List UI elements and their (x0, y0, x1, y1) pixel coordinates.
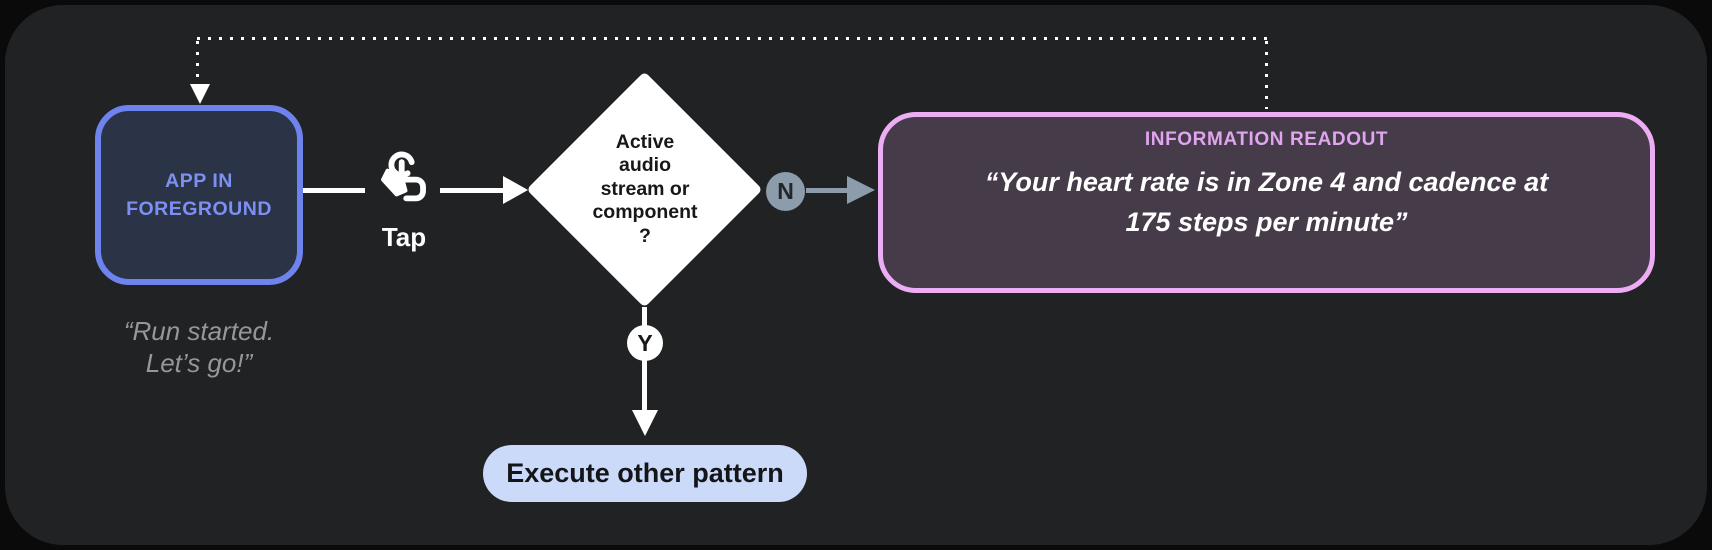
information-readout-quote: “Your heart rate is in Zone 4 and cadenc… (984, 167, 1549, 237)
yes-branch-letter: Y (637, 329, 653, 356)
connector-tap-to-decision (440, 188, 504, 193)
connector-y-to-execute (642, 360, 647, 411)
no-branch-badge: N (766, 172, 805, 211)
information-readout-node: INFORMATION READOUT “Your heart rate is … (878, 112, 1655, 293)
app-in-foreground-label: APP IN FOREGROUND (126, 169, 272, 220)
arrowhead-into-execute-icon (632, 410, 658, 436)
arrowhead-into-readout-icon (847, 176, 875, 204)
decision-label: Active audio stream or component ? (592, 131, 698, 247)
app-in-foreground-node: APP IN FOREGROUND (95, 105, 303, 285)
app-voice-caption: “Run started. Let’s go!” (123, 316, 275, 379)
connector-decision-to-y (642, 307, 647, 326)
connector-app-to-tap (303, 188, 365, 193)
connector-n-to-readout (806, 188, 848, 193)
dotted-connector-right-vertical (1265, 41, 1268, 109)
yes-branch-badge: Y (627, 325, 663, 361)
tap-label: Tap (381, 222, 427, 252)
no-branch-letter: N (777, 178, 794, 204)
dotted-connector-left-vertical (196, 41, 199, 81)
arrowhead-down-into-app-icon (190, 84, 210, 104)
tap-gesture-icon (381, 151, 426, 202)
arrowhead-into-decision-icon (503, 176, 528, 204)
dotted-connector-horizontal (197, 37, 1268, 40)
execute-other-pattern-label: Execute other pattern (506, 458, 784, 488)
execute-other-pattern-node: Execute other pattern (483, 445, 807, 502)
information-readout-title: INFORMATION READOUT (1144, 129, 1389, 150)
